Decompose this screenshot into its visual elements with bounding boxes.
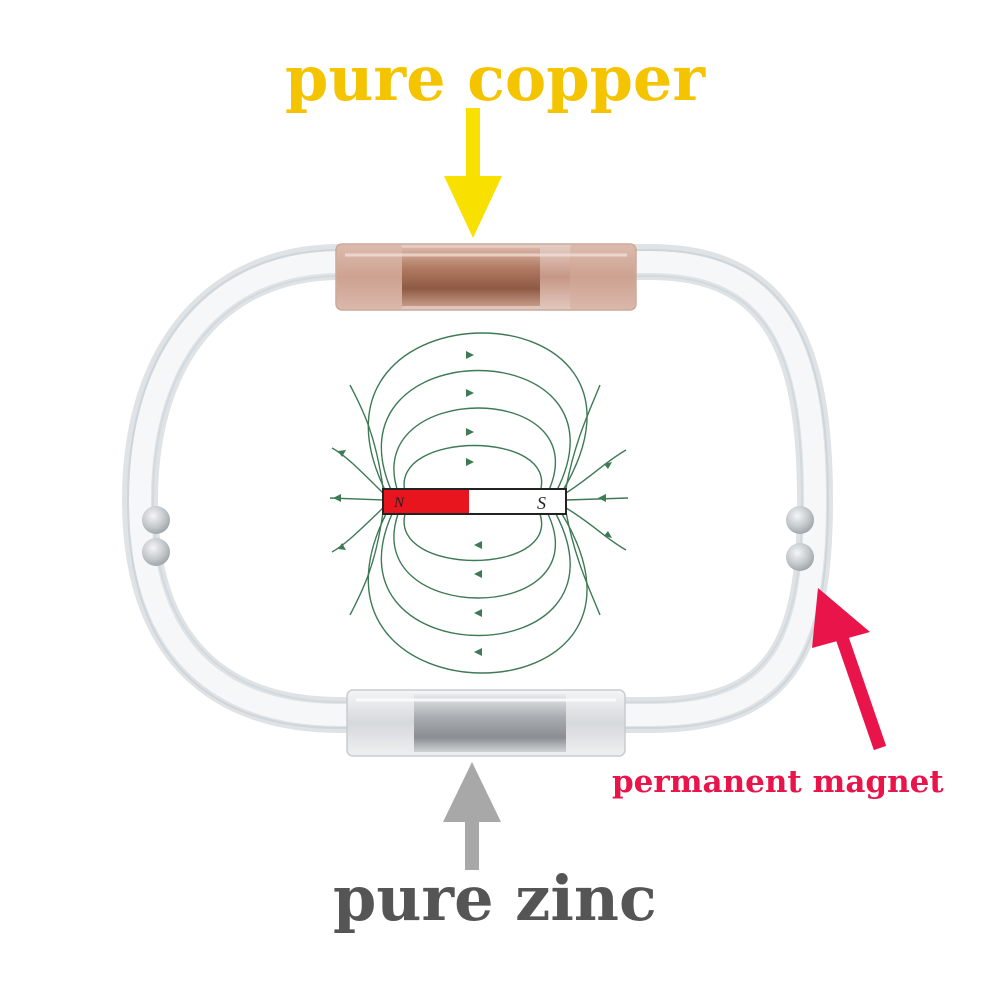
zinc-tube bbox=[346, 689, 626, 757]
field-lines bbox=[329, 332, 629, 674]
magnet-beads-right bbox=[786, 506, 814, 571]
north-pole-label: N bbox=[393, 495, 405, 511]
magnet-arrow bbox=[812, 588, 887, 751]
bar-magnet: N S bbox=[382, 488, 567, 515]
copper-tube bbox=[335, 243, 637, 311]
south-pole-label: S bbox=[537, 493, 546, 513]
zinc-arrow bbox=[443, 762, 501, 870]
copper-label: pure copper bbox=[285, 42, 706, 115]
field-arrows bbox=[333, 351, 612, 656]
zinc-label: pure zinc bbox=[333, 862, 657, 935]
magnet-label: permanent magnet bbox=[612, 764, 944, 800]
copper-arrow bbox=[444, 108, 502, 238]
magnet-beads-left bbox=[142, 506, 170, 566]
